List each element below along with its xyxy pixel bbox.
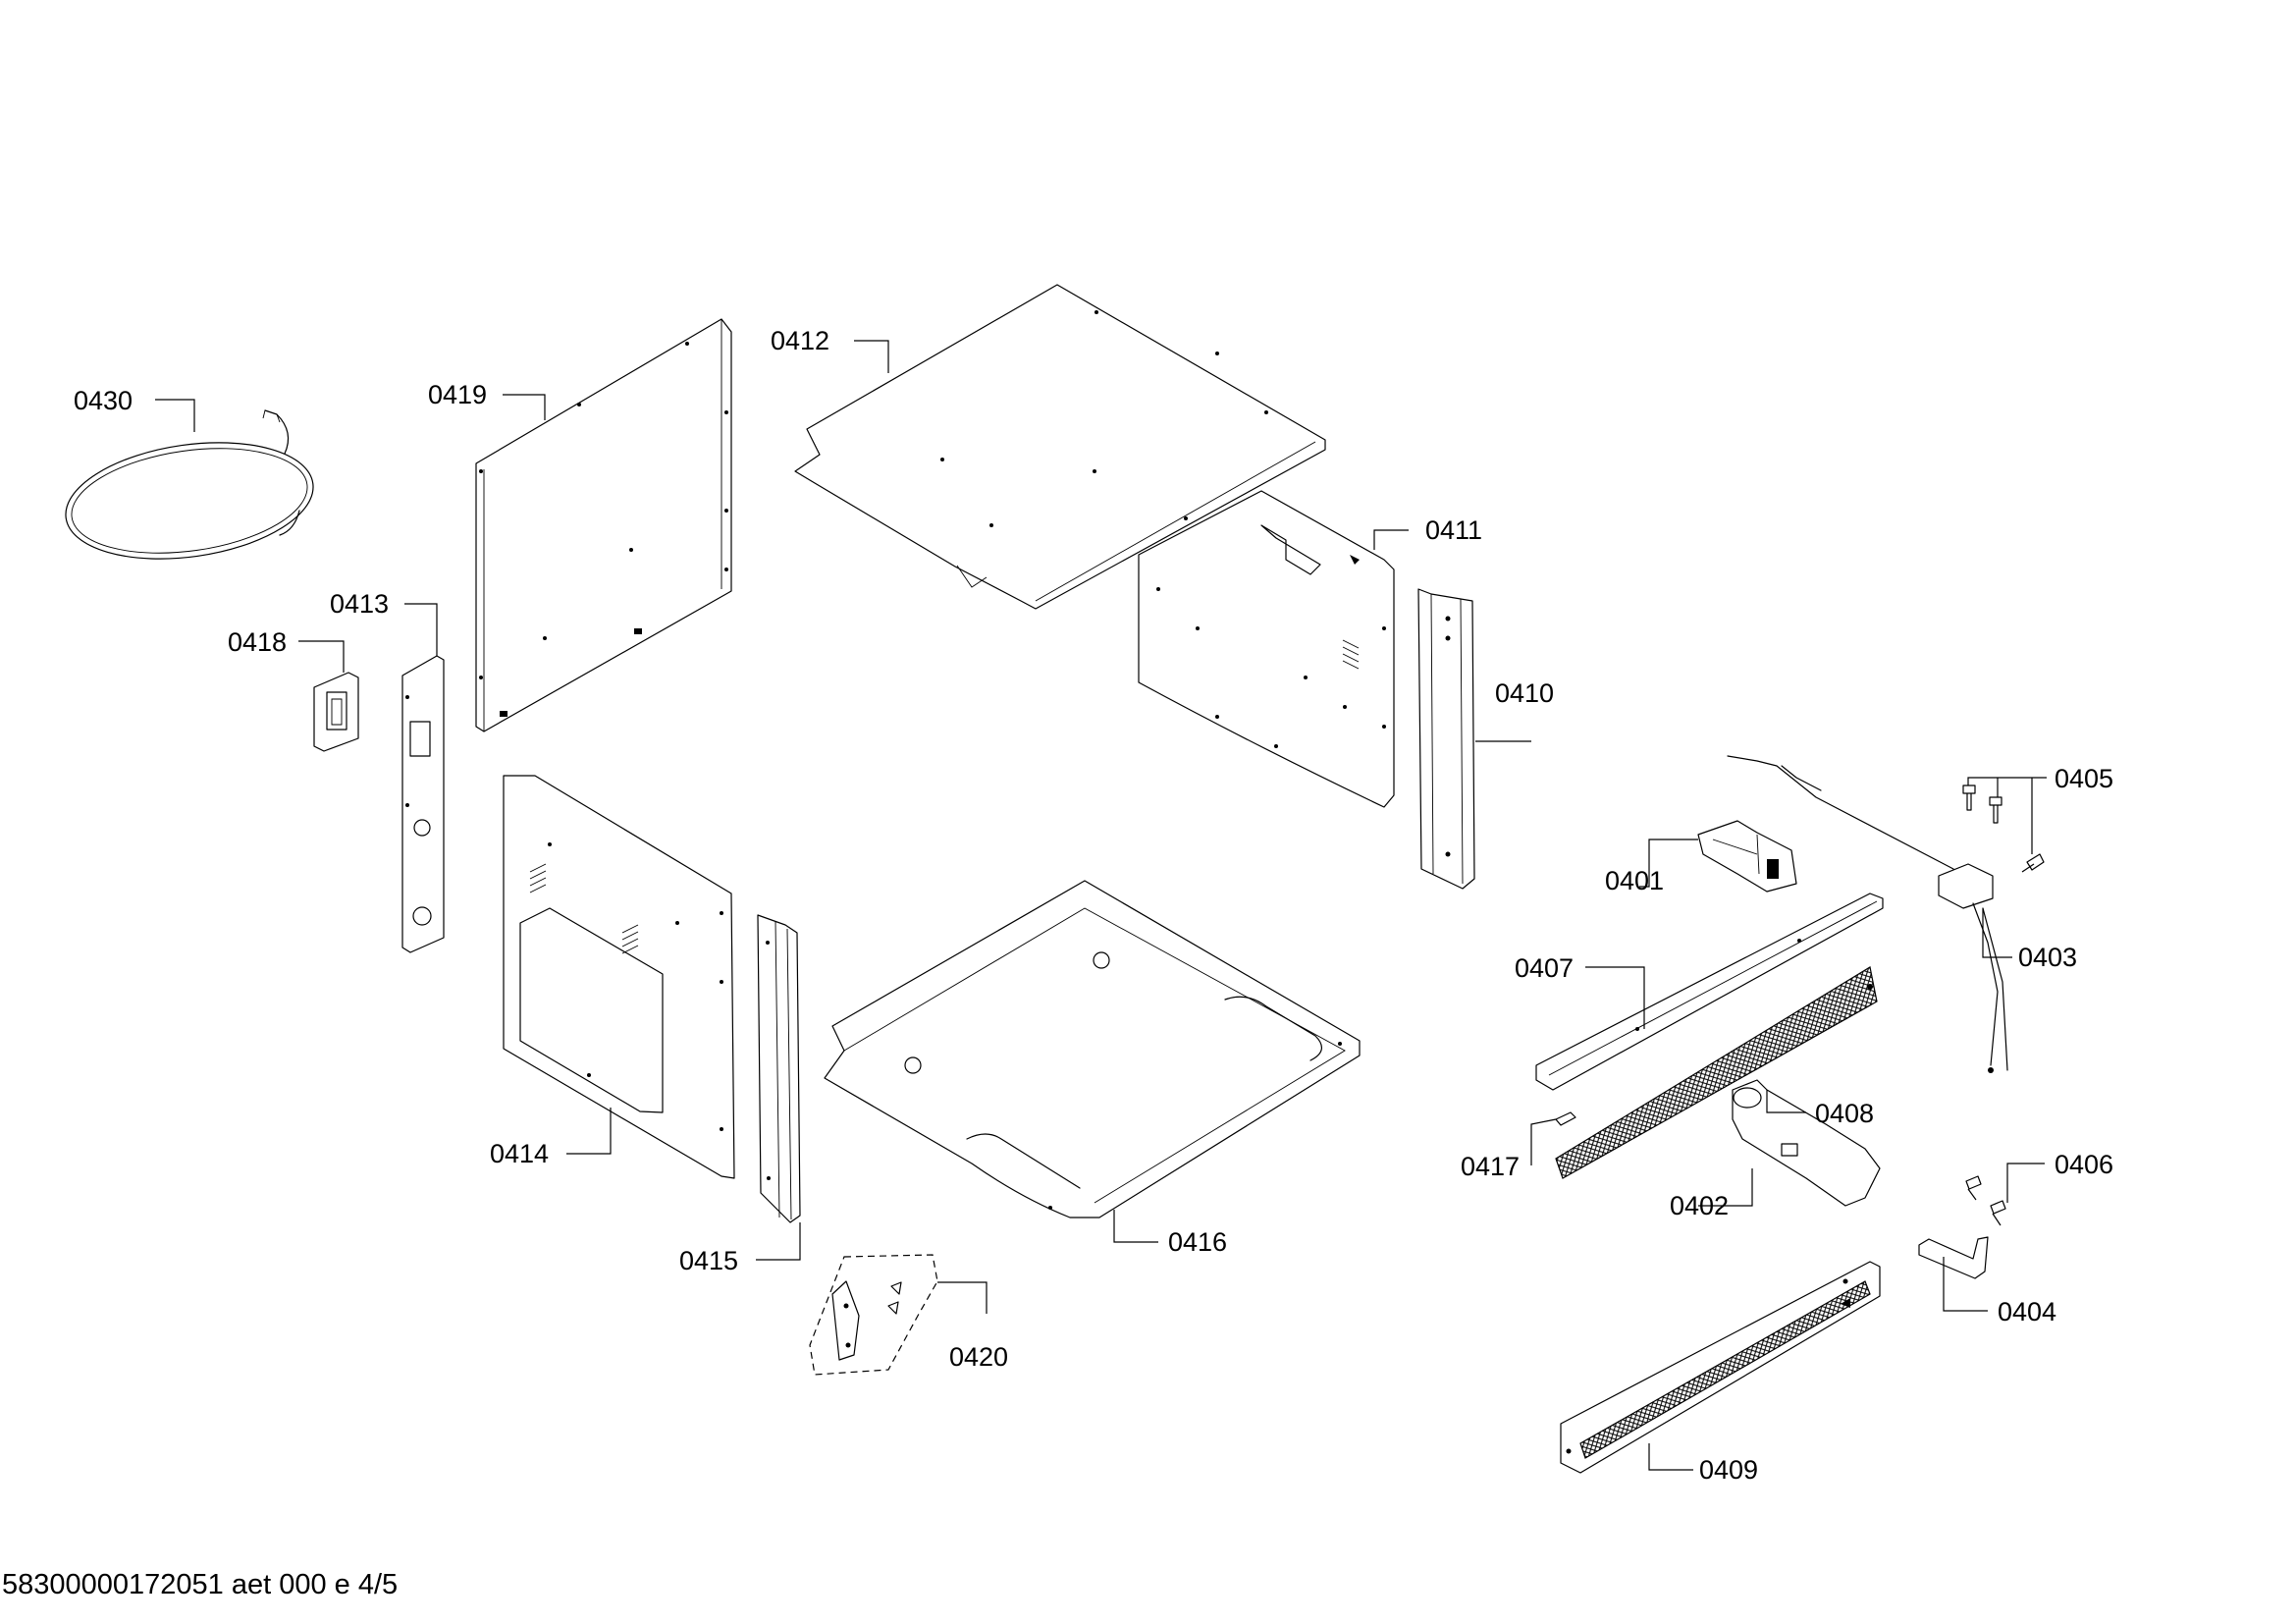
- switch-part-0418: [313, 672, 359, 752]
- part-label-0403: 0403: [2018, 943, 2077, 972]
- vertical-rail-0410: [1417, 588, 1475, 890]
- part-label-0416: 0416: [1168, 1227, 1227, 1257]
- mesh-strip-0408: [1555, 966, 1878, 1179]
- leader-0406: [2006, 1163, 2045, 1203]
- leader-0420: [937, 1281, 988, 1314]
- part-label-0430: 0430: [74, 386, 133, 415]
- connector-block-0401: [1697, 820, 1797, 893]
- part-label-0406: 0406: [2055, 1150, 2113, 1179]
- leader-0404: [1943, 1257, 1988, 1312]
- leader-0417: [1530, 1118, 1557, 1165]
- part-label-0410: 0410: [1495, 678, 1554, 708]
- part-label-0405: 0405: [2055, 764, 2113, 793]
- leader-0416: [1113, 1210, 1158, 1243]
- rear-panel-0411: [1138, 490, 1395, 808]
- part-label-0402: 0402: [1670, 1191, 1729, 1220]
- leader-0401: [1639, 839, 1698, 888]
- leader-0430: [155, 399, 195, 432]
- leader-0415: [756, 1222, 801, 1261]
- part-label-0401: 0401: [1605, 866, 1664, 895]
- bottom-tray-0416: [824, 880, 1361, 1218]
- part-label-0408: 0408: [1815, 1099, 1874, 1128]
- part-label-0407: 0407: [1515, 953, 1574, 983]
- sensor-assembly-0403: [1727, 755, 2008, 1073]
- document-reference: 58300000172051 aet 000 e 4/5: [2, 1569, 399, 1600]
- clip-0417: [1555, 1111, 1576, 1126]
- part-label-0417: 0417: [1461, 1152, 1520, 1181]
- leader-0407: [1585, 966, 1645, 1029]
- igniter-0402: [1732, 1079, 1881, 1207]
- leader-0412: [854, 340, 889, 373]
- leader-0419: [503, 394, 546, 420]
- leader-0405: [1967, 777, 2047, 854]
- part-label-0419: 0419: [428, 380, 487, 409]
- leader-0402: [1698, 1168, 1753, 1207]
- part-label-0404: 0404: [1998, 1297, 2056, 1326]
- front-strip-0407: [1535, 893, 1884, 1091]
- part-label-0413: 0413: [330, 589, 389, 619]
- leader-0408: [1766, 1090, 1806, 1113]
- leader-0411: [1373, 529, 1409, 550]
- hook-bracket-0404: [1918, 1236, 1989, 1279]
- leader-0418: [298, 640, 345, 673]
- bracket-set-0420: [809, 1254, 938, 1376]
- leader-lines: [155, 340, 2047, 1471]
- part-label-0420: 0420: [949, 1342, 1008, 1372]
- top-panel-0412: [794, 284, 1326, 610]
- side-panel-0414: [503, 775, 735, 1179]
- part-label-0418: 0418: [228, 627, 287, 657]
- leader-0409: [1648, 1443, 1693, 1471]
- part-label-0414: 0414: [490, 1139, 549, 1168]
- lower-strip-0409: [1560, 1261, 1881, 1474]
- part-label-0409: 0409: [1699, 1455, 1758, 1485]
- leader-0403: [1982, 908, 2012, 958]
- part-label-0412: 0412: [771, 326, 829, 355]
- leader-0414: [566, 1108, 612, 1155]
- side-bracket-0413: [401, 655, 445, 953]
- screws-0406: [1965, 1175, 2006, 1226]
- front-rail-0415: [757, 914, 801, 1223]
- screws-0405: [1962, 785, 2045, 873]
- part-labels: 0430 0419 0412 0411 0410 0413 0418 0414 …: [74, 326, 2113, 1485]
- leader-0413: [404, 603, 438, 656]
- side-panel-0419: [475, 318, 732, 732]
- part-label-0411: 0411: [1425, 515, 1482, 545]
- power-cable-0430: [65, 409, 314, 560]
- part-label-0415: 0415: [679, 1246, 738, 1275]
